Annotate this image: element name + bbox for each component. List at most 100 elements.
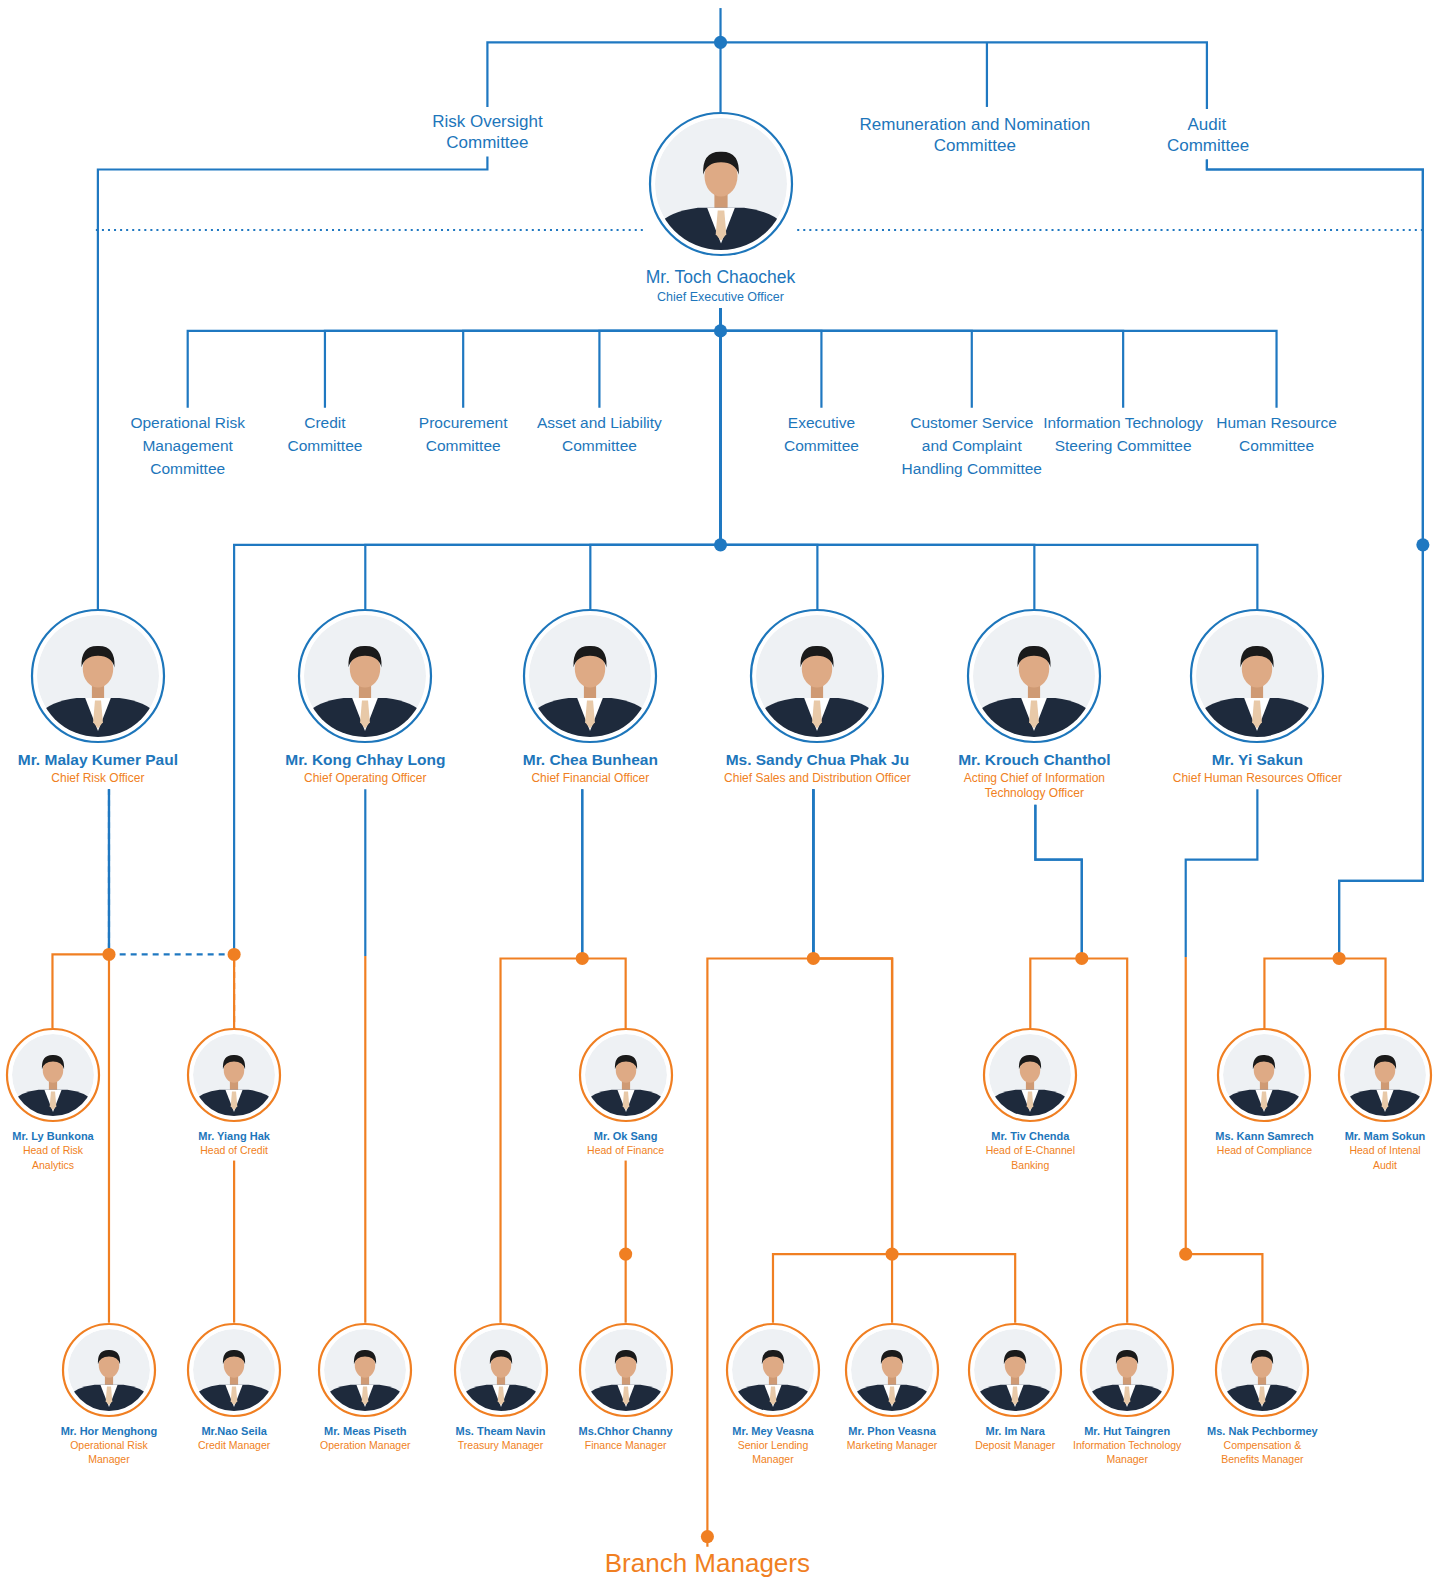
- portrait-photo: [748, 607, 886, 745]
- portrait-figure: [304, 615, 426, 743]
- portrait-ring: [188, 1029, 280, 1121]
- reporting-line: [364, 789, 366, 1323]
- portrait-figure: [732, 1329, 814, 1415]
- job-title: Information Technology Manager: [1066, 1438, 1188, 1466]
- portrait-figure: [12, 1034, 94, 1120]
- portrait-figure: [973, 615, 1095, 743]
- reporting-line: [463, 308, 720, 408]
- job-title: Chief Operating Officer: [304, 771, 427, 787]
- reporting-line: [365, 308, 720, 609]
- portrait-figure: [585, 1329, 667, 1415]
- portrait-photo: [1078, 1321, 1176, 1419]
- job-title: Compensation & Benefits Manager: [1206, 1438, 1318, 1466]
- job-title: Head of Finance: [587, 1143, 664, 1157]
- person-name: Mr.Nao Seila: [201, 1424, 266, 1438]
- committee-label: Risk Oversight Committee: [422, 111, 552, 154]
- portrait-ring: [32, 610, 164, 742]
- job-title: Operational Risk Manager: [69, 1438, 149, 1466]
- node-label: Human Resource Committee: [1207, 411, 1347, 458]
- job-title: Chief Human Resources Officer: [1173, 771, 1342, 787]
- board-line: [487, 42, 1207, 109]
- junction-dot: [1179, 1248, 1192, 1261]
- reporting-line: [721, 308, 818, 609]
- reporting-line: [721, 308, 1124, 408]
- portrait-photo: [981, 1026, 1079, 1124]
- portrait-figure: [460, 1329, 542, 1415]
- portrait-figure: [756, 615, 878, 743]
- node-label: Information Technology Steering Committe…: [1043, 411, 1203, 458]
- reporting-line: [98, 156, 488, 609]
- portrait-photo: [966, 1321, 1064, 1419]
- portrait-ring: [63, 1324, 155, 1416]
- staff-node: Mr. Im NaraDeposit Manager: [966, 1321, 1064, 1452]
- staff-node: Mr. Yiang HakHead of Credit: [185, 1026, 283, 1157]
- officer-node: Mr. Chea BunheanChief Financial Officer: [521, 607, 659, 786]
- job-title: Chief Financial Officer: [531, 771, 649, 787]
- person-name: Mr. Hor Menghong: [61, 1424, 158, 1438]
- reporting-line: [721, 308, 822, 408]
- job-title: Finance Manager: [585, 1438, 667, 1452]
- junction-dot: [886, 1248, 899, 1261]
- portrait-photo: [29, 607, 167, 745]
- portrait-photo: [185, 1321, 283, 1419]
- job-title: Head of E-Channel Banking: [983, 1143, 1078, 1171]
- reporting-line: [625, 1161, 627, 1323]
- portrait-photo: [4, 1026, 102, 1124]
- node-label: Remuneration and Nomination Committee: [850, 114, 1100, 157]
- job-title: Credit Manager: [198, 1438, 270, 1452]
- person-name: Mr. Toch Chaochek: [646, 266, 795, 289]
- portrait-photo: [185, 1026, 283, 1124]
- portrait-ring: [969, 1324, 1061, 1416]
- reporting-line: [707, 789, 813, 1547]
- reporting-line: [233, 1161, 235, 1323]
- staff-node: Ms. Kann SamrechHead of Compliance: [1215, 1026, 1313, 1157]
- job-title: Operation Manager: [320, 1438, 410, 1452]
- job-title: Senior Lending Manager: [732, 1438, 814, 1466]
- person-name: Mr. Phon Veasna: [848, 1424, 935, 1438]
- job-title: Acting Chief of Information Technology O…: [952, 771, 1117, 802]
- committee-label: Remuneration and Nomination Committee: [850, 114, 1100, 157]
- person-name: Ms. Kann Samrech: [1215, 1129, 1313, 1143]
- staff-node: Ms. Theam NavinTreasury Manager: [452, 1321, 550, 1452]
- reporting-line: [234, 308, 720, 1028]
- staff-node: Ms.Chhor ChannyFinance Manager: [577, 1321, 675, 1452]
- person-name: Mr. Mam Sokun: [1345, 1129, 1426, 1143]
- junction-dot: [1333, 952, 1346, 965]
- committee-label: Audit Committee: [1167, 114, 1247, 157]
- portrait-figure: [851, 1329, 933, 1415]
- job-title: Head of Risk Analytics: [13, 1143, 93, 1171]
- reporting-line: [599, 308, 720, 408]
- portrait-ring: [751, 610, 883, 742]
- reporting-line: [1207, 160, 1423, 1029]
- portrait-figure: [37, 615, 159, 743]
- portrait-ring: [319, 1324, 411, 1416]
- officer-node: Mr. Malay Kumer PaulChief Risk Officer: [18, 607, 178, 786]
- staff-node: Mr. Hut TaingrenInformation Technology M…: [1066, 1321, 1188, 1467]
- reporting-line: [1030, 805, 1081, 1028]
- portrait-figure: [529, 615, 651, 743]
- job-title: Deposit Manager: [975, 1438, 1055, 1452]
- portrait-photo: [843, 1321, 941, 1419]
- staff-node: Mr. Meas PisethOperation Manager: [316, 1321, 414, 1452]
- portrait-photo: [1213, 1321, 1311, 1419]
- committee-label: Human Resource Committee: [1207, 411, 1347, 458]
- portrait-photo: [577, 1026, 675, 1124]
- junction-dot: [576, 952, 589, 965]
- person-name: Mr. Ok Sang: [594, 1129, 658, 1143]
- portrait-figure: [655, 118, 787, 257]
- node-label: Customer Service and Complaint Handling …: [897, 411, 1047, 481]
- staff-node: Mr. Ly BunkonaHead of Risk Analytics: [4, 1026, 102, 1172]
- person-name: Mr. Im Nara: [986, 1424, 1045, 1438]
- reporting-line: [325, 308, 721, 408]
- junction-dot: [102, 948, 115, 961]
- portrait-photo: [316, 1321, 414, 1419]
- committee-label: Customer Service and Complaint Handling …: [897, 411, 1047, 481]
- portrait-ring: [188, 1324, 280, 1416]
- portrait-ring: [1339, 1029, 1431, 1121]
- job-title: Chief Executive Officer: [657, 289, 784, 305]
- portrait-photo: [521, 607, 659, 745]
- node-label: Asset and Liability Committee: [519, 411, 679, 458]
- committee-label: Asset and Liability Committee: [519, 411, 679, 458]
- portrait-photo: [1336, 1026, 1434, 1124]
